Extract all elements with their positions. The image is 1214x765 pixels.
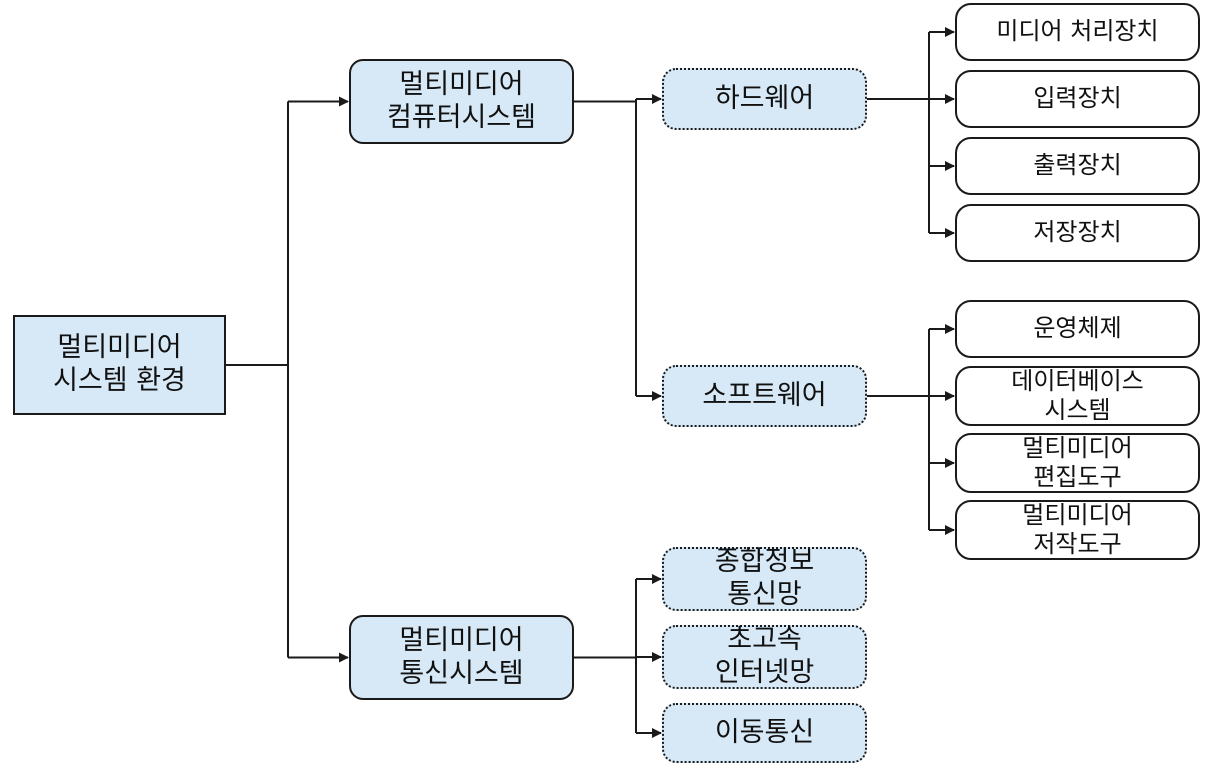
node-label: 초고속 인터넷망 [714,624,815,688]
node-label: 멀티미디어 편집도구 [1022,433,1133,491]
node-high-speed-internet: 초고속 인터넷망 [662,624,867,689]
node-input-device: 입력장치 [955,70,1200,128]
node-isdn: 종합정보 통신망 [662,546,867,611]
node-multimedia-computer-system: 멀티미디어 컴퓨터시스템 [349,59,574,144]
node-output-device: 출력장치 [955,137,1200,195]
node-software: 소프트웨어 [662,365,867,427]
node-multimedia-authoring-tools: 멀티미디어 저작도구 [955,500,1200,560]
node-label: 멀티미디어 시스템 환경 [53,332,186,396]
node-label: 멀티미디어 컴퓨터시스템 [386,68,537,133]
node-label: 출력장치 [1033,151,1122,180]
node-multimedia-system-environment: 멀티미디어 시스템 환경 [13,315,226,415]
node-media-processor: 미디어 처리장치 [955,3,1200,61]
node-label: 운영체제 [1033,314,1122,343]
node-label: 멀티미디어 저작도구 [1022,500,1133,558]
node-multimedia-communication-system: 멀티미디어 통신시스템 [349,615,574,700]
node-label: 이동통신 [714,716,815,748]
node-mobile-communication: 이동통신 [662,703,867,763]
node-label: 종합정보 통신망 [714,546,815,610]
node-label: 멀티미디어 통신시스템 [399,624,524,689]
node-label: 하드웨어 [714,82,815,114]
node-hardware: 하드웨어 [662,68,867,130]
node-database-system: 데이터베이스 시스템 [955,366,1200,426]
node-operating-system: 운영체제 [955,300,1200,358]
node-label: 미디어 처리장치 [996,17,1159,46]
node-label: 입력장치 [1033,84,1122,113]
node-multimedia-editing-tools: 멀티미디어 편집도구 [955,433,1200,493]
node-storage-device: 저장장치 [955,204,1200,262]
node-label: 데이터베이스 시스템 [1011,366,1144,424]
node-label: 소프트웨어 [702,379,827,411]
node-label: 저장장치 [1033,218,1122,247]
